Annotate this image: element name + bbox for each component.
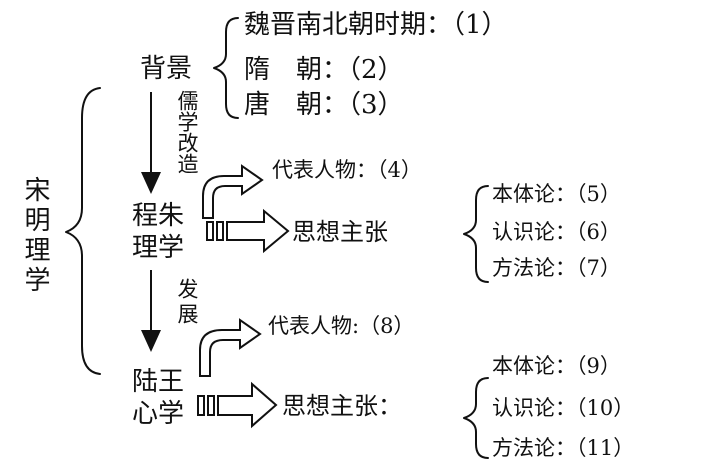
lu-wang-name: 陆王心学 — [132, 367, 185, 429]
lu-wang-representative: 代表人物:（8） — [268, 314, 415, 338]
lu-wang-idea-3: 方法论：（11） — [492, 436, 635, 460]
cheng-zhu-idea-1: 本体论：（5） — [492, 182, 621, 206]
cheng-zhu-block-arrow — [226, 208, 290, 254]
cheng-zhu-bar-2 — [216, 221, 224, 241]
lu-wang-block-arrow — [217, 381, 278, 429]
cheng-zhu-representative: 代表人物：（4） — [272, 158, 422, 182]
root-brace — [65, 87, 101, 375]
lu-wang-bar-1 — [197, 395, 205, 416]
background-item-3: 唐 朝：（3） — [244, 90, 404, 120]
cheng-zhu-name: 程朱理学 — [132, 201, 185, 263]
transition-1-label: 儒学改造 — [175, 90, 199, 174]
background-item-2: 隋 朝：（2） — [244, 55, 404, 85]
lu-wang-ideas-brace — [463, 377, 489, 459]
cheng-zhu-idea-2: 认识论：（6） — [492, 220, 621, 244]
root-label: 宋明理学 — [20, 176, 50, 296]
transition-2-label: 发展 — [175, 278, 199, 328]
cheng-zhu-idea-3: 方法论：（7） — [492, 256, 621, 280]
down-arrow-1 — [141, 92, 161, 194]
down-arrow-2 — [141, 270, 161, 352]
lu-wang-bar-2 — [207, 395, 215, 416]
background-brace — [213, 17, 239, 119]
background-item-1: 魏晋南北朝时期：（1） — [244, 10, 508, 40]
cheng-zhu-ideas-brace — [463, 185, 489, 283]
lu-wang-idea-1: 本体论：（9） — [492, 354, 621, 378]
background-label: 背景 — [140, 54, 193, 84]
lu-wang-curved-arrow — [199, 318, 262, 377]
lu-wang-idea-2: 认识论：（10） — [492, 396, 635, 420]
lu-wang-ideas-label: 思想主张： — [282, 392, 402, 420]
cheng-zhu-ideas-label: 思想主张 — [292, 218, 388, 246]
cheng-zhu-bar-1 — [206, 221, 214, 241]
cheng-zhu-curved-arrow — [202, 164, 264, 219]
